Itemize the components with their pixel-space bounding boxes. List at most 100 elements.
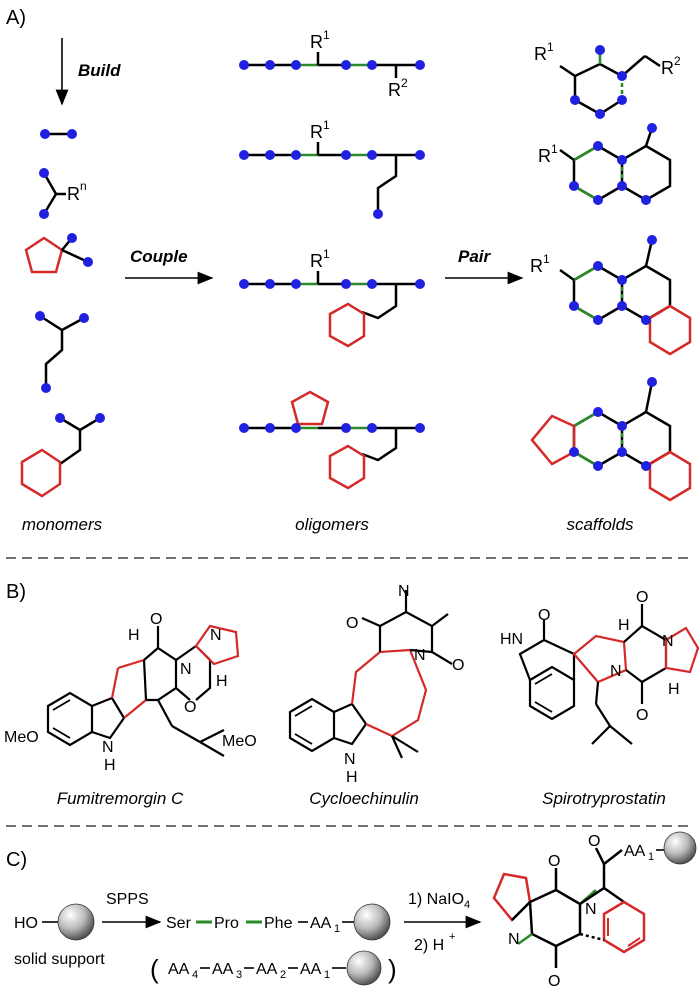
oligo1-r2: R [388,80,401,100]
scaffolds-caption: scaffolds [566,515,634,534]
scaffold1-r2: R [661,58,674,78]
spiro-h1: H [618,617,630,634]
generic-peptide: ( AA 4 AA 3 AA 2 AA 1 ) [150,950,397,986]
spiro-o2: O [636,589,648,606]
aa3-label: AA [212,961,234,978]
oligo1-r1-sup: 1 [323,28,330,42]
build-arrow: Build [55,38,121,106]
scaffold1-r2-sup: 2 [674,54,681,68]
scaffold-1: R 1 R 2 [534,40,681,119]
rn-label: R [67,184,80,204]
aa1b-sub: 1 [324,969,330,981]
fumi-o2: O [184,699,196,716]
oligomer-2: R 1 [239,118,425,219]
resin-bead-product [663,831,697,865]
aa4-label: AA [168,961,190,978]
aa3-sub: 3 [236,969,242,981]
spirotryprostatin-structure: HN O O O N N H H [500,589,700,745]
monomer-chain [35,311,89,393]
spiro-o1: O [538,607,550,624]
oligo3-r1-sup: 1 [323,247,330,261]
pair-label: Pair [458,247,492,266]
cyclo-n-top: N [398,583,410,600]
cyclo-nh-n: N [344,751,356,768]
aa1-label: AA [310,915,332,932]
cyclo-n: N [414,647,426,664]
cyclo-nh-h: H [346,769,358,786]
monomer-cyclohexyl [20,413,105,498]
fumi-h1: H [128,627,140,644]
fumi-o1: O [150,611,162,628]
paren-open: ( [150,954,159,984]
prod-o1: O [548,853,560,870]
fumi-n-top: N [210,627,222,644]
oligomer-3: R 1 [239,247,425,348]
panel-a-label: A) [6,7,26,29]
resin-bead-generic [346,950,382,986]
fumitremorgin-caption: Fumitremorgin C [57,789,184,808]
step1-label: 1) NaIO [408,891,464,908]
panel-b-label: B) [6,581,26,603]
spiro-n2: N [662,633,674,650]
cyclo-o1: O [346,615,358,632]
prod-o2: O [548,973,560,990]
pro-label: Pro [214,915,239,932]
scaffold-3: R 1 [530,235,692,356]
spiro-n1: N [610,663,622,680]
spps-label: SPPS [106,891,149,908]
step2-label: 2) H [414,937,444,954]
scaffold2-r1-sup: 1 [551,142,558,156]
scaffold2-r1: R [538,146,551,166]
monomers-caption: monomers [22,515,103,534]
pair-arrow: Pair [445,247,524,285]
fumitremorgin-structure: MeO N H O O N N H H [4,611,240,774]
rn-superscript: n [80,179,87,193]
step1-sub: 4 [464,899,470,911]
cyclo-o2: O [452,657,464,674]
paren-close: ) [388,954,397,984]
scaffold-2: R 1 [538,123,672,205]
couple-arrow: Couple [125,247,214,285]
prod-aa1: AA [624,843,646,860]
prod-o3: O [588,833,600,850]
product-structure: O O N N O AA 1 [492,831,697,990]
scaffold1-r1: R [534,44,547,64]
fumi-nh-n: N [102,739,114,756]
solid-support-label: solid support [14,951,105,968]
oligo2-r1: R [310,122,323,142]
resin-bead-start [57,903,95,941]
fumi-n: N [180,661,192,678]
monomer-cyclopentyl [24,233,93,274]
spps-arrow: SPPS [102,891,162,929]
monomer-dimer [40,129,77,139]
step2-sup: + [449,931,455,943]
scaffold-4 [530,377,692,502]
spiro-hn: HN [500,631,523,648]
aa1b-label: AA [300,961,322,978]
aa1-sub: 1 [334,923,340,935]
couple-label: Couple [130,247,188,266]
cycloechinulin-structure: MeO N H O O N N [222,583,464,786]
prod-n1: N [585,901,597,918]
spiro-o3: O [636,707,648,724]
oligo2-r1-sup: 1 [323,118,330,132]
build-label: Build [78,61,121,80]
oligomer-1: R 1 R 2 [239,28,425,100]
ser-label: Ser [166,915,192,932]
resin-bead-peptide [353,903,391,941]
cycloechinulin-caption: Cycloechinulin [309,789,419,808]
scaffold1-r1-sup: 1 [547,40,554,54]
aa4-sub: 4 [192,969,198,981]
fumi-meo: MeO [4,729,39,746]
prod-aa1-sub: 1 [648,851,654,863]
oligomers-caption: oligomers [295,515,369,534]
cyclo-meo: MeO [222,733,257,750]
monomer-branched: R n [39,168,87,219]
oligo1-r1: R [310,32,323,52]
oligomer-4 [239,390,425,490]
spirotryprostatin-caption: Spirotryprostatin [542,789,666,808]
peptide-chain: Ser Pro Phe AA 1 [166,903,391,941]
oligo1-r2-sup: 2 [401,76,408,90]
scaffold3-r1-sup: 1 [543,252,550,266]
